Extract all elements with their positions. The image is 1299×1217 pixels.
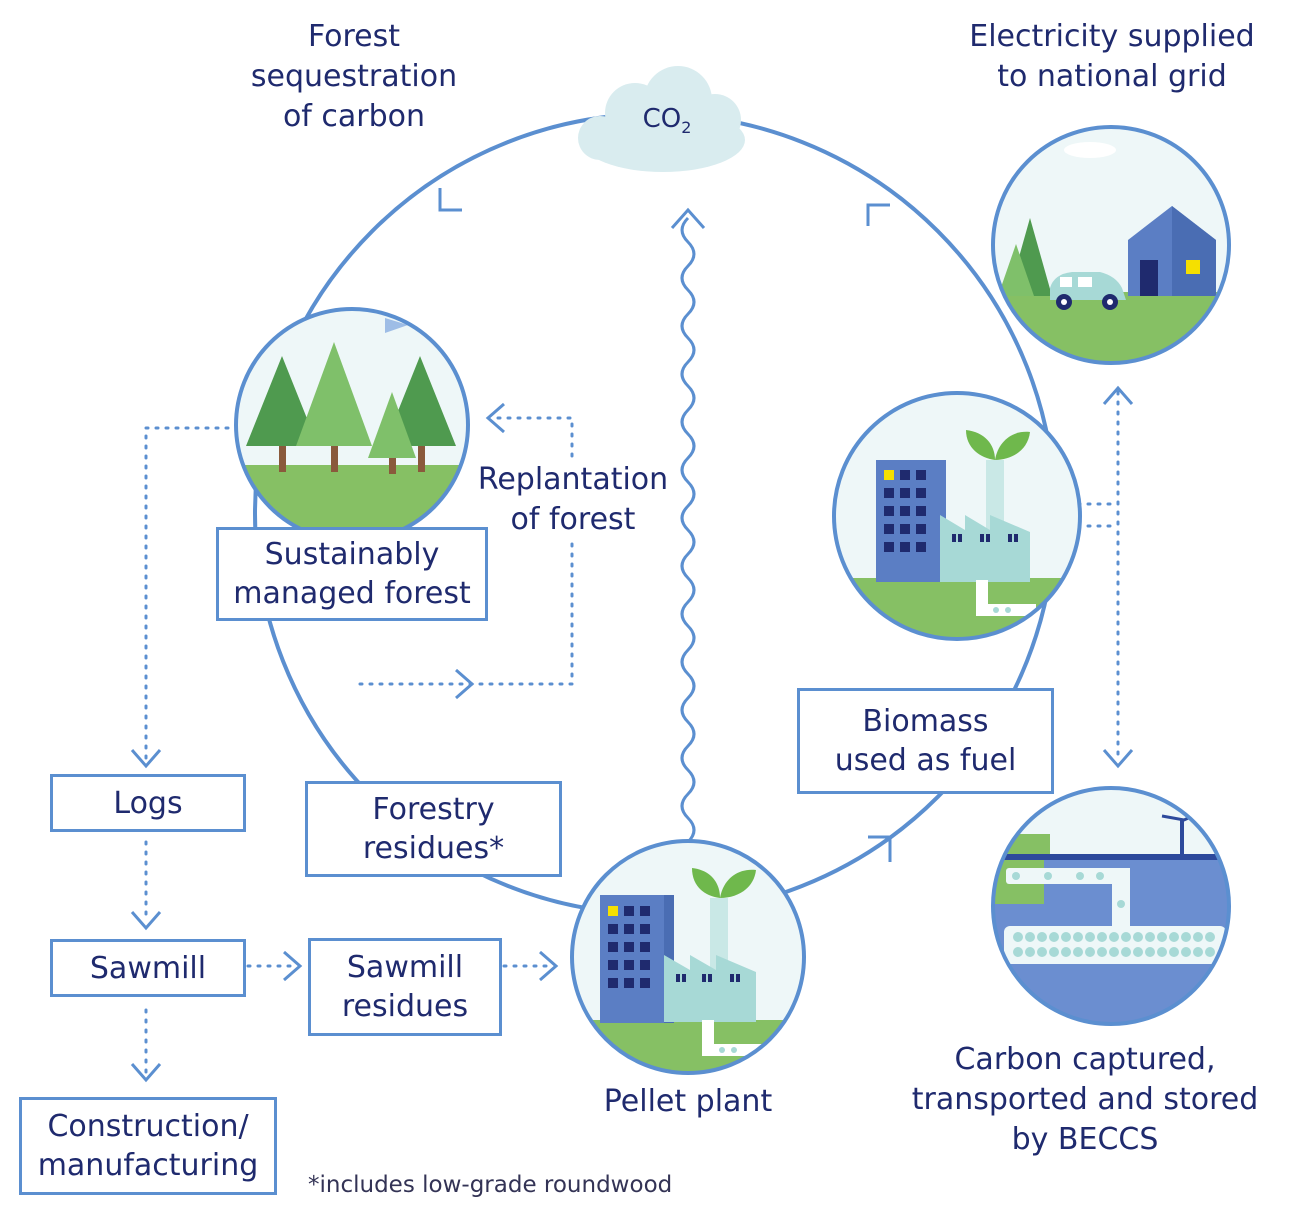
right-arrow-icon [455,668,475,700]
box-line: managed forest [233,576,471,611]
right-arrow-icon [283,950,303,982]
label-line: Forest [307,19,401,54]
co2-subscript: 2 [681,118,692,138]
label-line: of forest [510,502,636,537]
carbon-storage-icon [991,786,1231,1026]
box-line: Forestry [372,792,495,827]
cycle-arrow-icon [868,835,892,862]
box-line: Sawmill [89,950,207,986]
sawmill-residues-box: Sawmill residues [308,938,502,1036]
dotted-arrowheads [130,385,1134,1083]
co2-up-arrow-icon [670,207,706,229]
label-line: transported and stored [911,1082,1259,1117]
label-line: Carbon captured, [954,1042,1216,1077]
label-line: sequestration [250,59,458,94]
box-line: residues [341,989,469,1024]
label-line: to national grid [997,59,1227,94]
footnote: *includes low-grade roundwood [308,1172,673,1198]
left-arrow-icon [485,402,505,434]
box-line: Construction/ [47,1109,249,1144]
down-arrow-icon [1102,749,1134,769]
sawmill-box: Sawmill [50,939,246,997]
label-line: by BECCS [1011,1122,1159,1157]
cycle-arrow-icon [866,203,890,226]
box-line: residues* [362,831,505,866]
logs-box: Logs [50,774,246,832]
box-line: Biomass [862,704,989,739]
construction-manufacturing-box: Construction/ manufacturing [19,1097,277,1195]
forest-icon [234,307,470,543]
home-electricity-icon [991,125,1231,365]
down-arrow-icon [130,1063,162,1083]
electricity-label: Electricity supplied to national grid [958,17,1266,97]
forest-sequestration-label: Forest sequestration of carbon [240,17,468,137]
sustainably-managed-forest-box: Sustainably managed forest [216,527,488,621]
up-arrow-icon [1102,385,1134,405]
power-station-icon [832,391,1082,641]
biomass-fuel-box: Biomass used as fuel [797,688,1054,794]
co2-cloud-icon [578,66,745,172]
box-line: used as fuel [834,743,1017,778]
dotted-flows [144,390,1120,1074]
label-line: Replantation [477,462,669,497]
cycle-arrow-icon [438,188,462,212]
carbon-captured-label: Carbon captured, transported and stored … [900,1040,1270,1160]
box-line: Sawmill [346,950,464,985]
label-line: Electricity supplied [969,19,1255,54]
box-line: Logs [113,785,183,821]
replantation-label: Replantation of forest [470,460,676,540]
right-arrow-icon [539,950,559,982]
pellet-plant-icon [570,839,806,1075]
pellet-plant-label: Pellet plant [603,1084,773,1119]
co2-text: CO [642,104,682,134]
down-arrow-icon [130,749,162,769]
co2-label: CO2 [622,104,712,137]
box-line: manufacturing [37,1148,259,1183]
co2-emission-wave [680,216,696,844]
label-line: of carbon [282,99,426,134]
box-line: Sustainably [264,537,440,572]
forestry-residues-box: Forestry residues* [305,781,562,877]
down-arrow-icon [130,911,162,931]
